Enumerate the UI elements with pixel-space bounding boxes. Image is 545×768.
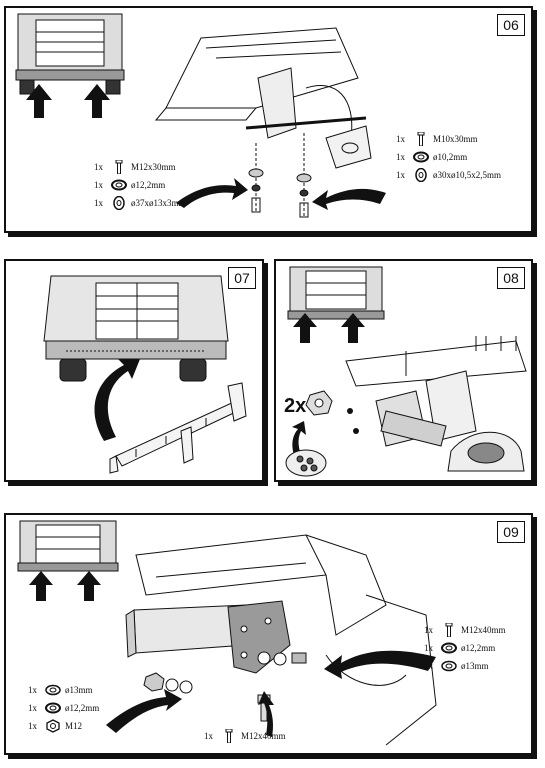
step-06-illustration — [15, 13, 386, 218]
spring-washer-icon — [44, 701, 62, 715]
bolt-fasteners — [347, 408, 359, 434]
chassis-drawing — [154, 27, 372, 218]
bolt-icon — [220, 729, 238, 743]
van-rear-drawing — [43, 275, 229, 382]
step-number: 09 — [497, 521, 525, 543]
step-number: 07 — [228, 267, 256, 289]
quantity-multiplier: 2x — [284, 395, 307, 417]
van-rear-thumbnail — [17, 520, 119, 572]
fastener-stack-left — [143, 672, 193, 694]
arrow-curved-left — [324, 650, 436, 679]
spring-washer-icon — [412, 150, 430, 164]
spring-washer-icon — [440, 641, 458, 655]
mounting-bracket — [227, 600, 291, 674]
step-09-illustration — [17, 520, 437, 746]
flat-washer-icon — [110, 196, 128, 210]
spring-washer-icon — [110, 178, 128, 192]
arrow-up-right — [84, 84, 110, 118]
step-08-illustration — [285, 266, 527, 477]
nut-closeup-inset — [285, 449, 327, 477]
step-07-panel: 07 — [4, 259, 264, 482]
arrow-curved-right — [312, 188, 386, 210]
arrow-up-right — [77, 571, 101, 601]
bolt-icon — [412, 132, 430, 146]
bracket-drawing — [375, 390, 447, 447]
step-number: 06 — [497, 14, 525, 36]
flat-washer-icon — [440, 659, 458, 673]
arrow-up-small — [292, 421, 306, 461]
tow-bar-crossmember — [109, 382, 247, 474]
flat-washer-icon — [412, 168, 430, 182]
arrow-curved-up — [258, 691, 274, 737]
arrow-up-right — [341, 313, 365, 343]
arrow-curved-up — [94, 359, 140, 441]
arrow-curved-right — [106, 689, 182, 733]
fastener-stack-right — [257, 651, 307, 666]
flat-washer-icon — [44, 683, 62, 697]
bolt-icon — [110, 160, 128, 174]
chassis-rear-drawing — [345, 336, 527, 472]
arrow-curved-left — [176, 178, 248, 208]
arrow-up-left — [293, 313, 317, 343]
van-rear-thumbnail — [287, 266, 385, 320]
step-07-illustration — [43, 275, 247, 474]
step-number: 08 — [497, 267, 525, 289]
bolt-icon — [440, 623, 458, 637]
arrow-up-left — [29, 571, 53, 601]
flange-nut-drawing — [305, 390, 333, 416]
arrow-up-left — [26, 84, 52, 118]
van-rear-thumbnail — [15, 13, 125, 95]
step-08-panel: 2x 08 — [274, 259, 533, 482]
nut-icon — [44, 719, 62, 733]
crossmember-beam — [125, 604, 247, 658]
